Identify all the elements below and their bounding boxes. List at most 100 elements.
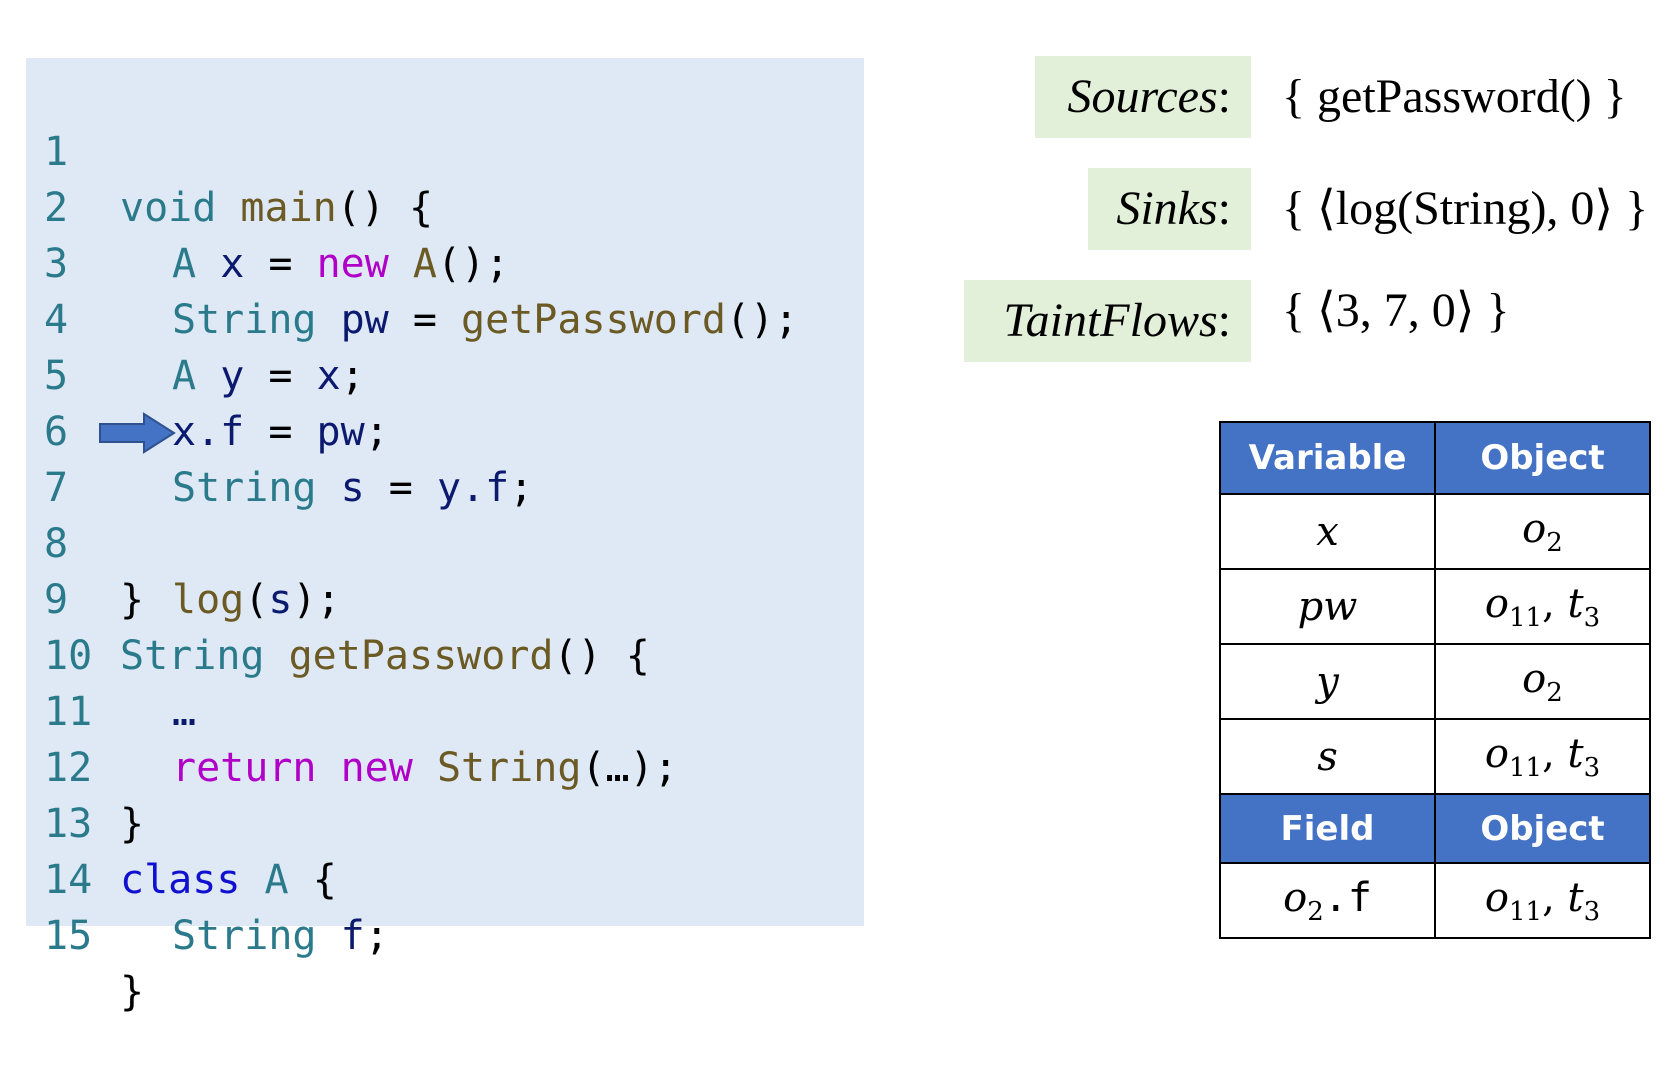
field-access: x.f xyxy=(172,409,245,455)
code-line-4: 4 A y = x; xyxy=(26,236,864,399)
field-name: f xyxy=(340,913,365,959)
punctuation: ; xyxy=(340,353,365,399)
object-cell: o11, t3 xyxy=(1434,568,1651,645)
operator: = xyxy=(268,241,293,287)
variable: y xyxy=(220,353,245,399)
function-name: getPassword xyxy=(461,297,726,343)
variable-cell: pw xyxy=(1219,568,1436,645)
operator: = xyxy=(268,353,293,399)
brace: } xyxy=(120,801,145,847)
line-number: 10 xyxy=(44,633,93,679)
code-line-9: 9 String getPassword() { xyxy=(26,516,864,679)
table-row: s o11, t3 xyxy=(1219,718,1651,795)
arrow-right-icon xyxy=(99,412,176,454)
variable-cell: y xyxy=(1219,643,1436,720)
object-cell: o2 xyxy=(1434,643,1651,720)
punctuation: ; xyxy=(364,409,389,455)
punctuation: () { xyxy=(336,185,434,231)
code-line-2: 2 A x = new A(); xyxy=(26,124,864,287)
variable: x xyxy=(316,353,341,399)
type-name: A xyxy=(172,241,197,287)
variable-cell: s xyxy=(1219,718,1436,795)
line-number: 13 xyxy=(44,801,93,847)
line-number: 9 xyxy=(44,577,69,623)
code-line-13: 13 class A { xyxy=(26,740,864,903)
code-line-3: 3 String pw = getPassword(); xyxy=(26,180,864,343)
taintflows-value: { ⟨3, 7, 0⟩ } xyxy=(1282,284,1510,337)
points-to-table: Variable Object x o2 pw o11, t3 y o2 s o… xyxy=(1219,421,1651,939)
line-number: 11 xyxy=(44,689,93,735)
keyword-class: class xyxy=(120,857,241,903)
line-number: 5 xyxy=(44,353,69,399)
table-row: pw o11, t3 xyxy=(1219,568,1651,645)
code-line-5: 5 x.f = pw; xyxy=(26,292,864,455)
operator: = xyxy=(268,409,293,455)
line-number: 6 xyxy=(44,409,69,455)
object-cell: o11, t3 xyxy=(1434,862,1651,939)
operator: = xyxy=(412,297,437,343)
keyword-void: void xyxy=(120,185,217,231)
line-number: 12 xyxy=(44,745,93,791)
operator: = xyxy=(388,465,413,511)
code-line-6: 6 String s = y.f; xyxy=(26,348,864,511)
header-field: Field xyxy=(1219,793,1436,864)
function-name: getPassword xyxy=(288,633,554,679)
table-header-row: Variable Object xyxy=(1219,421,1651,495)
line-number: 15 xyxy=(44,913,93,959)
code-line-7: 7 log(s); xyxy=(26,404,864,623)
code-panel: 1 void main() { 2 A x = new A(); 3 Strin… xyxy=(26,58,864,1015)
function-name: main xyxy=(240,185,337,231)
constructor: String xyxy=(436,745,582,791)
type-name: String xyxy=(120,633,265,679)
header-object: Object xyxy=(1434,793,1651,864)
object-cell: o11, t3 xyxy=(1434,718,1651,795)
table-row: y o2 xyxy=(1219,643,1651,720)
header-object: Object xyxy=(1434,421,1651,495)
header-variable: Variable xyxy=(1219,421,1436,495)
punctuation: ( xyxy=(244,577,269,623)
sinks-value: { ⟨log(String), 0⟩ } xyxy=(1282,182,1649,235)
ellipsis: … xyxy=(172,689,197,735)
type-name: String xyxy=(172,465,317,511)
field-cell: o2.f xyxy=(1219,862,1436,939)
variable-cell: x xyxy=(1219,493,1436,570)
line-number: 2 xyxy=(44,185,69,231)
keyword-new: new xyxy=(316,241,389,287)
type-name: A xyxy=(264,857,289,903)
punctuation: ; xyxy=(364,913,389,959)
sources-value: { getPassword() } xyxy=(1282,70,1627,123)
punctuation: ; xyxy=(509,465,534,511)
line-number: 1 xyxy=(44,129,69,175)
code-line-15: 15 } xyxy=(26,852,864,1015)
type-name: String xyxy=(172,297,317,343)
punctuation: (); xyxy=(725,297,799,343)
brace: } xyxy=(120,577,145,623)
variable: x xyxy=(220,241,245,287)
punctuation: (…); xyxy=(581,745,678,791)
code-line-12: 12 } xyxy=(26,684,864,847)
variable: pw xyxy=(340,297,389,343)
sources-label: Sources: xyxy=(1035,56,1251,138)
keyword-new: new xyxy=(340,745,413,791)
variable: pw xyxy=(316,409,365,455)
function-name: log xyxy=(172,577,245,623)
line-number: 3 xyxy=(44,241,69,287)
punctuation: ); xyxy=(292,577,341,623)
code-line-11: 11 return new String(…); xyxy=(26,628,864,791)
variable: s xyxy=(268,577,293,623)
code-line-14: 14 String f; xyxy=(26,796,864,959)
brace: { xyxy=(312,857,337,903)
table-row: x o2 xyxy=(1219,493,1651,570)
punctuation: (); xyxy=(437,241,510,287)
field-access: y.f xyxy=(436,465,510,511)
punctuation: () { xyxy=(553,633,650,679)
type-name: String xyxy=(172,913,317,959)
brace: } xyxy=(120,969,145,1015)
code-line-1: 1 void main() { xyxy=(26,68,864,231)
code-line-10: 10 … xyxy=(26,572,864,735)
code-line-8: 8 } xyxy=(26,460,864,623)
line-number: 8 xyxy=(44,521,69,567)
line-number: 14 xyxy=(44,857,93,903)
line-number: 4 xyxy=(44,297,69,343)
taintflows-label: TaintFlows: xyxy=(964,280,1251,362)
